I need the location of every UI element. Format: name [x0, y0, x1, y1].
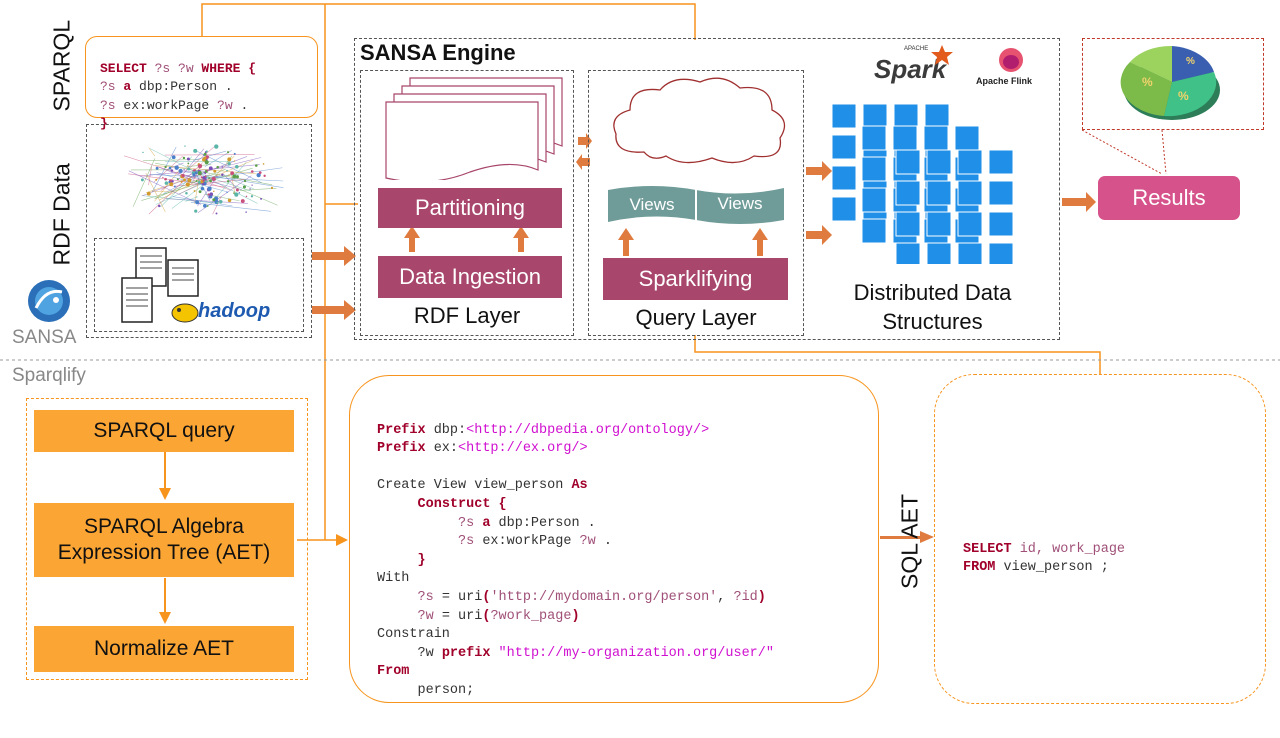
pie-chart-icon: % % % — [1116, 40, 1228, 128]
view-definition-box: Prefix dbp:<http://dbpedia.org/ontology/… — [349, 375, 879, 703]
sparql-line-2: ?s a dbp:Person . — [100, 78, 256, 97]
sparql-line-1: SELECT ?s ?w WHERE { — [100, 60, 256, 79]
vd-line-triple-1: ?s a dbp:Person . — [377, 515, 774, 534]
views-label-2: Views — [717, 194, 762, 213]
vd-line-prefix-dbp: Prefix dbp:<http://dbpedia.org/ontology/… — [377, 422, 774, 441]
query-to-sql-line — [695, 335, 1100, 374]
apache-spark-logo-icon: APACHE Spark — [874, 44, 954, 88]
distributed-data-caption: Distributed Data Structures — [830, 278, 1035, 336]
vd-line-triple-2: ?s ex:workPage ?w . — [377, 533, 774, 552]
sparqlify-label: Sparqlify — [12, 365, 86, 387]
step-normalize-aet: Normalize AET — [34, 626, 294, 672]
sansa-logo-icon — [26, 278, 72, 324]
partitions-stack-icon — [384, 74, 570, 180]
vd-line-uri-w: ?w = uri(?work_page) — [377, 608, 774, 627]
sparql-query-box: SELECT ?s ?w WHERE {?s a dbp:Person .?s … — [85, 36, 318, 118]
views-banner: Views Views — [606, 182, 786, 228]
callout-lines — [1082, 126, 1172, 178]
sql-line-select: SELECT id, work_page — [963, 541, 1125, 560]
results-block: Results — [1098, 176, 1240, 220]
vd-line-construct: Construct { — [377, 496, 774, 515]
sparql-label: SPARQL — [49, 32, 76, 112]
sparql-feed-line — [202, 4, 695, 40]
apache-flink-logo-icon: Apache Flink — [976, 46, 1048, 90]
sparql-line-3: ?s ex:workPage ?w . — [100, 97, 256, 116]
svg-text:%: % — [1142, 75, 1153, 89]
views-label-1: Views — [629, 195, 674, 214]
sansa-engine-title: SANSA Engine — [360, 40, 516, 66]
rdf-layer-caption: RDF Layer — [360, 303, 574, 329]
sql-line-from: FROM view_person ; — [963, 559, 1125, 578]
sql-aet-label: SQL AET — [897, 492, 924, 592]
vd-line-constrain: Constrain — [377, 626, 774, 645]
partitioning-block: Partitioning — [378, 188, 562, 228]
step-sparql-algebra: SPARQL Algebra Expression Tree (AET) — [34, 503, 294, 577]
vd-line-construct-end: } — [377, 552, 774, 571]
svg-text:%: % — [1178, 89, 1189, 103]
cloud-icon — [604, 72, 794, 168]
vd-line-from: From — [377, 663, 774, 682]
rdf-graph-visualization-icon — [110, 138, 300, 228]
distributed-data-blocks — [832, 104, 1026, 264]
sansa-label: SANSA — [12, 327, 76, 349]
vd-line-uri-s: ?s = uri('http://mydomain.org/person', ?… — [377, 589, 774, 608]
vd-line-prefix-constraint: ?w prefix "http://my-organization.org/us… — [377, 645, 774, 664]
vd-line-prefix-ex: Prefix ex:<http://ex.org/> — [377, 440, 774, 459]
svg-text:%: % — [1186, 56, 1195, 67]
query-layer-caption: Query Layer — [588, 305, 804, 331]
data-ingestion-block: Data Ingestion — [378, 256, 562, 298]
sparklifying-block: Sparklifying — [603, 258, 788, 300]
vd-line-with: With — [377, 570, 774, 589]
vd-line-create-view: Create View view_person As — [377, 477, 774, 496]
vd-line-table: person; — [377, 682, 774, 701]
step-sparql-query: SPARQL query — [34, 410, 294, 452]
hadoop-logo-icon: hadoop — [170, 298, 280, 326]
rdf-data-label: RDF Data — [49, 166, 76, 266]
